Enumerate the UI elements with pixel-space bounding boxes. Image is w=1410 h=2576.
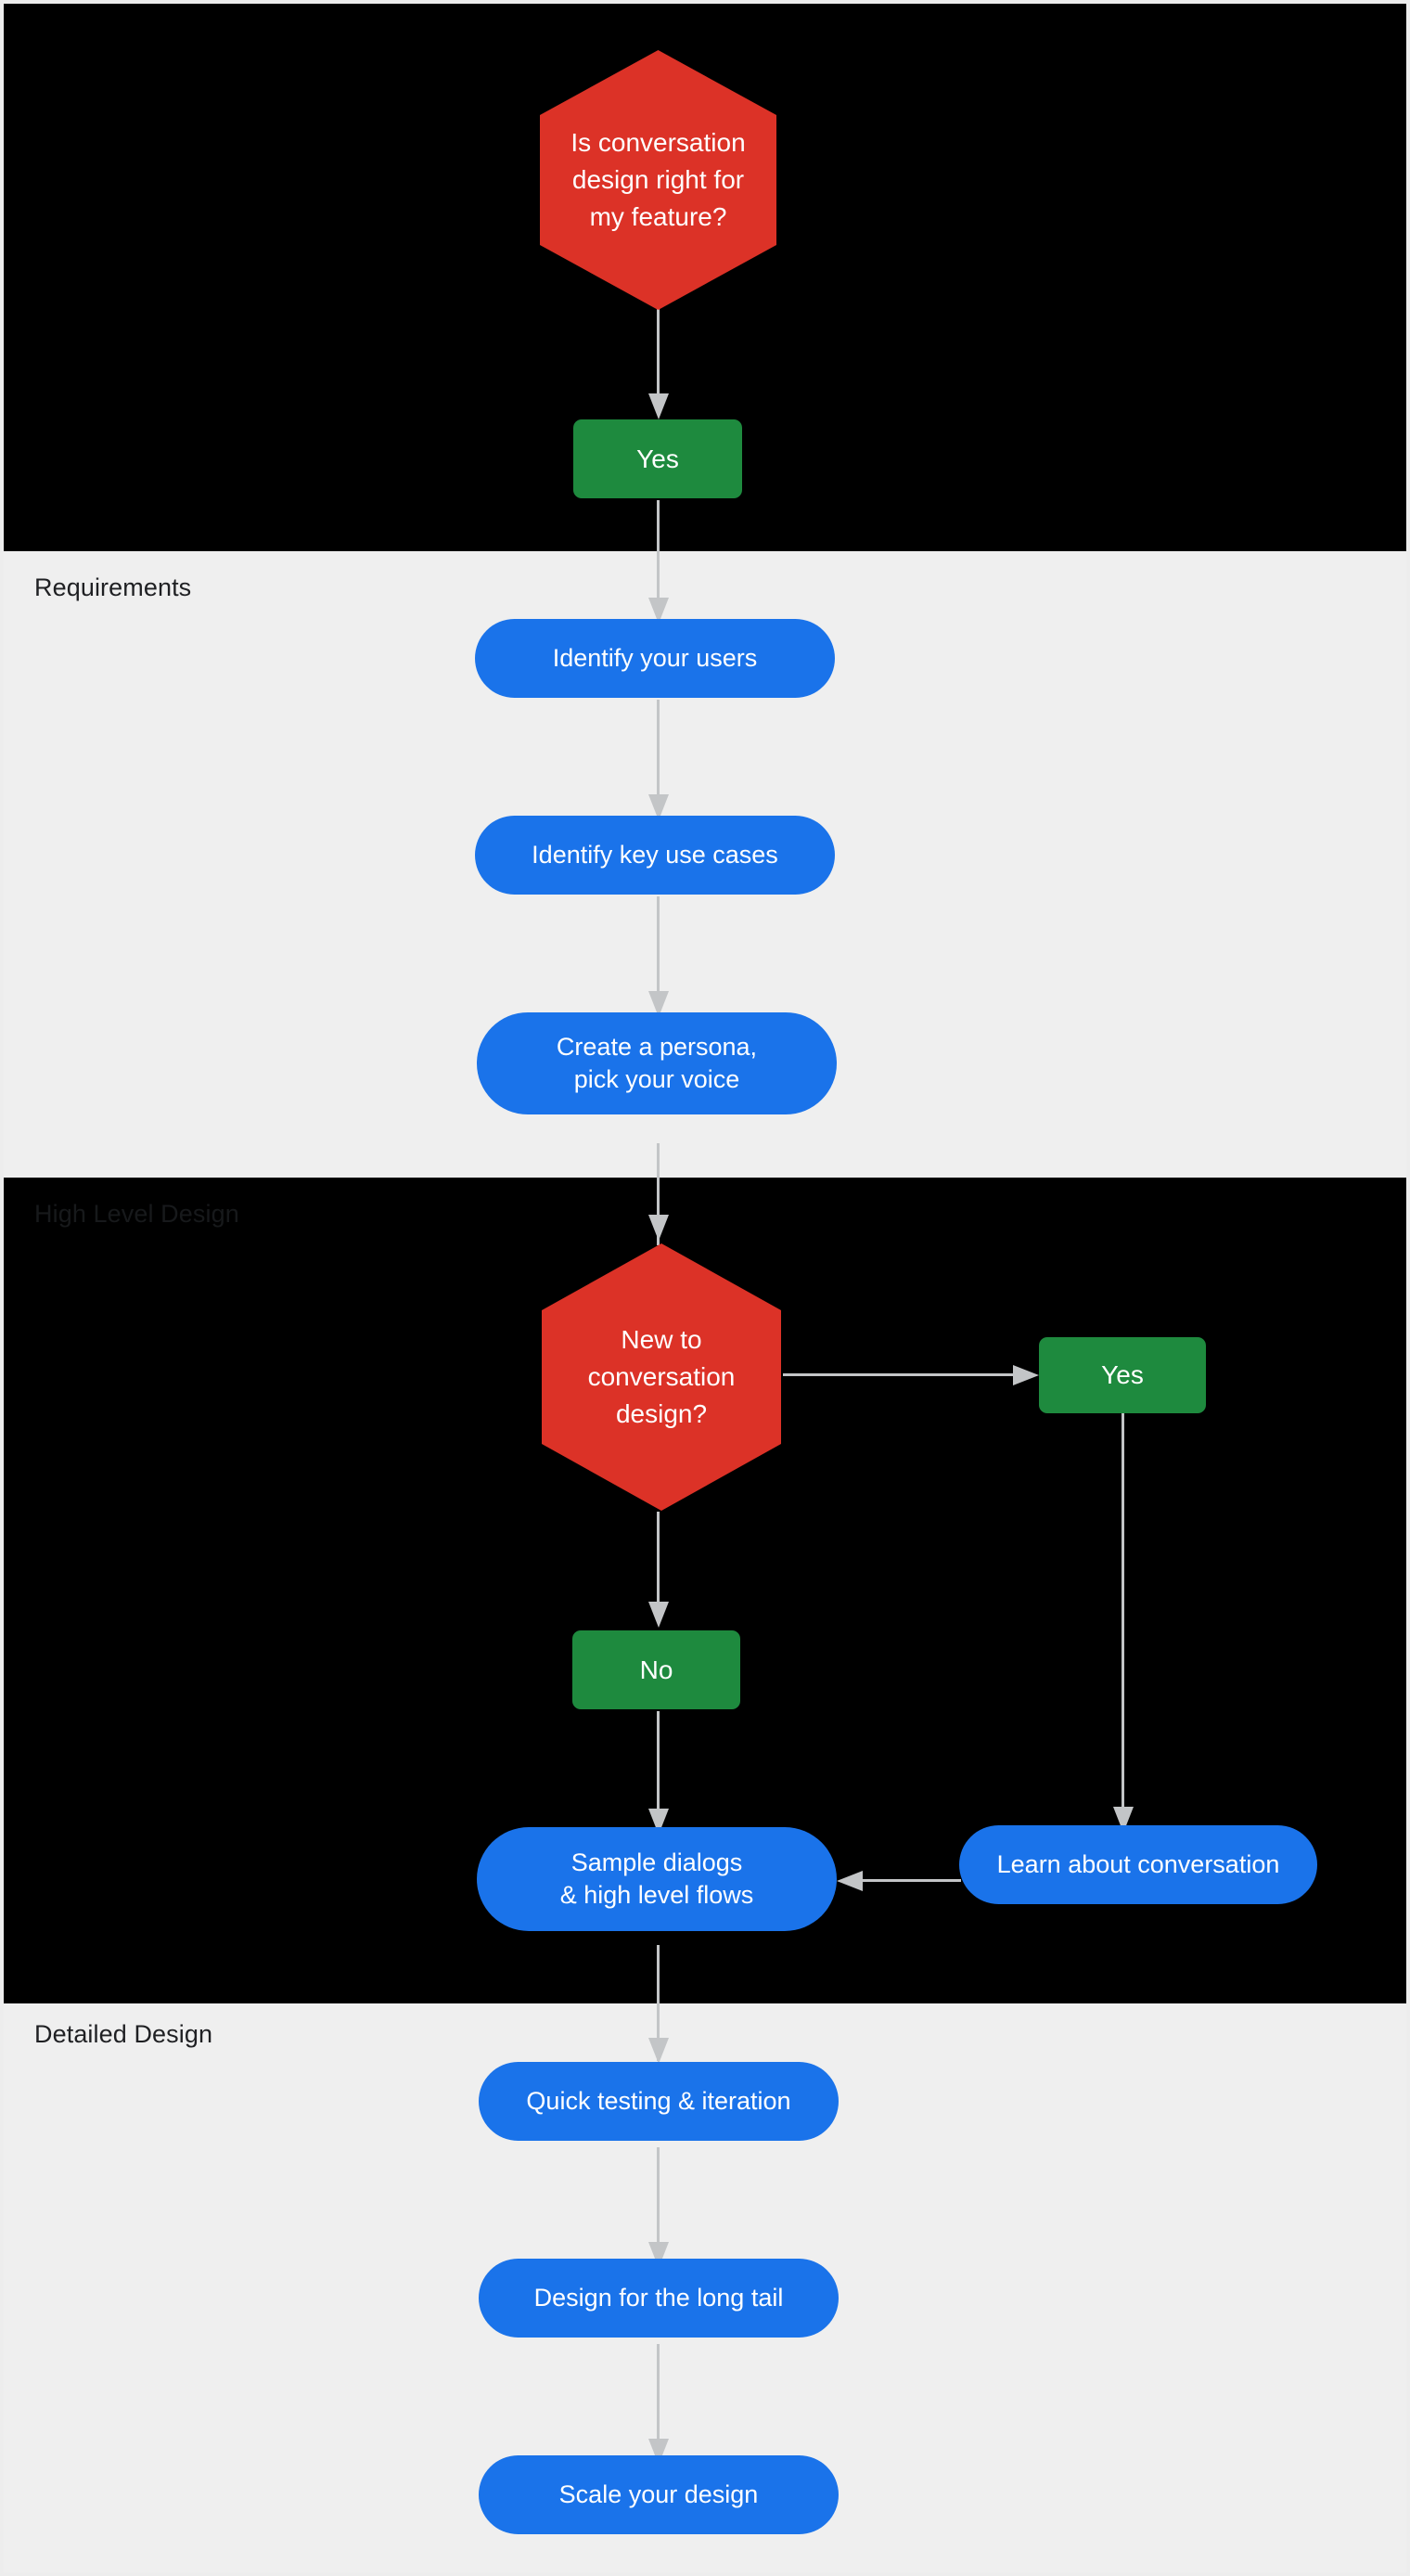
answer-node-yes-top[interactable]: Yes — [573, 419, 742, 498]
answer-node-yes-right-label: Yes — [1101, 1360, 1144, 1390]
edge-decision2-to-no — [657, 1512, 660, 1618]
arrowhead-decision2-to-no — [648, 1602, 669, 1628]
band-label-high-level-design: High Level Design — [34, 1200, 239, 1228]
band-label-requirements: Requirements — [34, 573, 192, 601]
edge-yes-right-to-learn — [1122, 1412, 1124, 1825]
edge-yes-to-identify-users — [657, 500, 660, 612]
edge-decision1-to-yes — [657, 299, 660, 401]
step-node-identify-key-use-cases[interactable]: Identify key use cases — [475, 816, 835, 895]
step-node-identify-your-users[interactable]: Identify your users — [475, 619, 835, 698]
step-node-learn-about-conversation[interactable]: Learn about conversation — [959, 1825, 1317, 1904]
step-node-sample-dialogs-high-level-flows[interactable]: Sample dialogs & high level flows — [477, 1827, 837, 1931]
step-node-sample-dialogs-high-level-flows-label: Sample dialogs & high level flows — [559, 1848, 754, 1909]
step-node-identify-key-use-cases-label: Identify key use cases — [532, 840, 778, 869]
arrowhead-use-cases-to-persona — [648, 991, 669, 1017]
answer-node-yes-right[interactable]: Yes — [1039, 1337, 1206, 1413]
step-node-quick-testing-iteration[interactable]: Quick testing & iteration — [479, 2062, 839, 2141]
edge-learn-to-sample-dialogs — [857, 1879, 961, 1882]
step-node-scale-your-design[interactable]: Scale your design — [479, 2455, 839, 2534]
edge-quick-testing-to-long-tail — [657, 2147, 660, 2257]
step-node-design-for-long-tail-label: Design for the long tail — [533, 2283, 784, 2312]
edge-identify-users-to-use-cases — [657, 700, 660, 809]
arrowhead-decision2-to-yes-right — [1013, 1365, 1039, 1385]
answer-node-no[interactable]: No — [572, 1630, 740, 1709]
edge-long-tail-to-scale-design — [657, 2344, 660, 2454]
edge-sample-dialogs-to-quick-testing — [657, 1945, 660, 2061]
decision-node-new-to-conversation-design[interactable]: New to conversation design? — [542, 1243, 781, 1511]
step-node-quick-testing-iteration-label: Quick testing & iteration — [526, 2086, 791, 2115]
edge-persona-to-decision2 — [657, 1143, 660, 1245]
step-node-scale-your-design-label: Scale your design — [558, 2479, 759, 2508]
step-node-create-persona-pick-voice-label: Create a persona, pick your voice — [556, 1032, 758, 1093]
arrowhead-yes-to-identify-users — [648, 598, 669, 624]
edge-no-to-sample-dialogs — [657, 1711, 660, 1827]
step-node-identify-your-users-label: Identify your users — [552, 643, 758, 672]
edge-use-cases-to-persona — [657, 896, 660, 1006]
edge-decision2-to-yes-right — [783, 1373, 1019, 1376]
arrowhead-persona-to-decision2 — [648, 1215, 669, 1241]
step-node-create-persona-pick-voice[interactable]: Create a persona, pick your voice — [477, 1012, 837, 1114]
decision-node-new-to-conversation-design-label: New to conversation design? — [587, 1325, 736, 1428]
answer-node-no-label: No — [639, 1655, 673, 1684]
arrowhead-identify-users-to-use-cases — [648, 794, 669, 820]
decision-node-conversation-design-right-label: Is conversation design right for my feat… — [570, 128, 746, 231]
arrowhead-sample-dialogs-to-quick-testing — [648, 2038, 669, 2064]
arrowhead-learn-to-sample-dialogs — [837, 1871, 863, 1891]
arrowhead-decision1-to-yes — [648, 393, 669, 419]
step-node-design-for-long-tail[interactable]: Design for the long tail — [479, 2259, 839, 2338]
step-node-learn-about-conversation-label: Learn about conversation — [996, 1849, 1280, 1878]
answer-node-yes-top-label: Yes — [636, 444, 679, 473]
band-label-detailed-design: Detailed Design — [34, 2020, 213, 2048]
